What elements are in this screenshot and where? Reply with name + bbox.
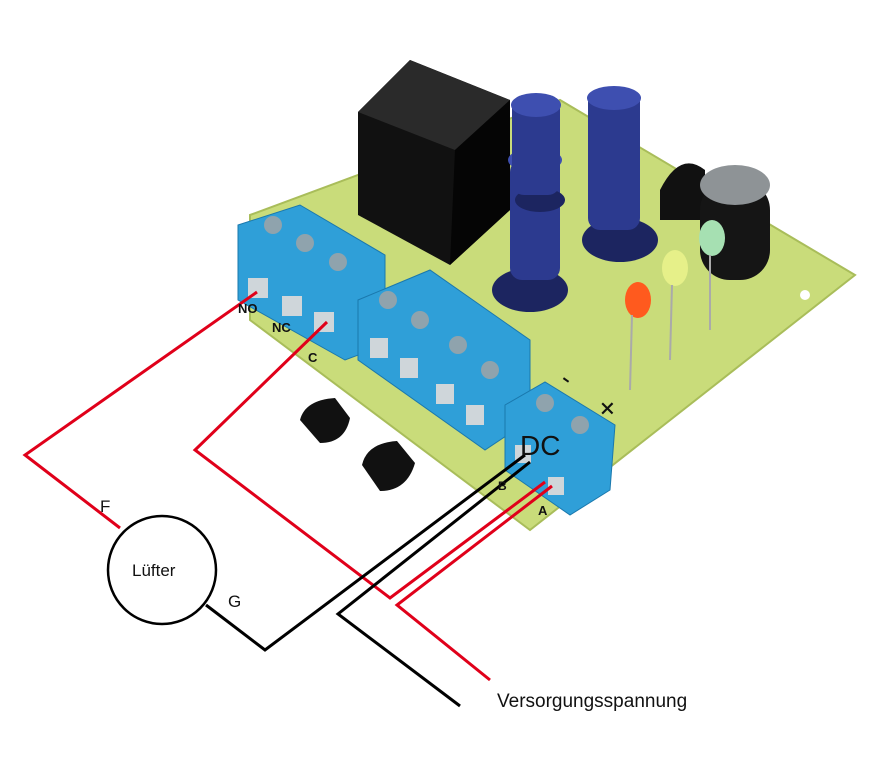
wire-red-no-to-fan bbox=[22, 290, 258, 530]
label-a: A bbox=[538, 503, 548, 518]
wire-red-c-to-supply bbox=[192, 320, 546, 600]
label-nc: NC bbox=[272, 320, 291, 335]
wire-red-supply bbox=[394, 484, 553, 682]
capacitor bbox=[700, 165, 770, 280]
label-no: NO bbox=[238, 301, 258, 316]
transistor bbox=[362, 441, 415, 491]
led-red bbox=[625, 282, 651, 391]
relay bbox=[358, 60, 510, 265]
potentiometer bbox=[511, 93, 565, 212]
fan-label: Lüfter bbox=[132, 561, 176, 580]
mount-hole bbox=[646, 136, 654, 144]
label-f: F bbox=[100, 497, 110, 516]
led-green bbox=[699, 220, 725, 330]
label-b: B bbox=[498, 479, 507, 493]
terminal-block-relay bbox=[237, 204, 386, 361]
transistor bbox=[300, 398, 350, 443]
label-dc: DC bbox=[520, 430, 560, 461]
supply-voltage-label: Versorgungsspannung bbox=[497, 691, 687, 712]
fan-symbol bbox=[106, 514, 218, 626]
potentiometer bbox=[582, 86, 658, 262]
transistor bbox=[660, 163, 705, 220]
terminal-block-middle bbox=[357, 269, 531, 451]
led-yellow bbox=[662, 250, 688, 361]
label-g: G bbox=[228, 592, 241, 611]
wire-black-fan-to-dc bbox=[205, 453, 526, 652]
wire-black-supply bbox=[335, 460, 531, 708]
mount-hole bbox=[800, 290, 810, 300]
label-c: C bbox=[308, 350, 318, 365]
